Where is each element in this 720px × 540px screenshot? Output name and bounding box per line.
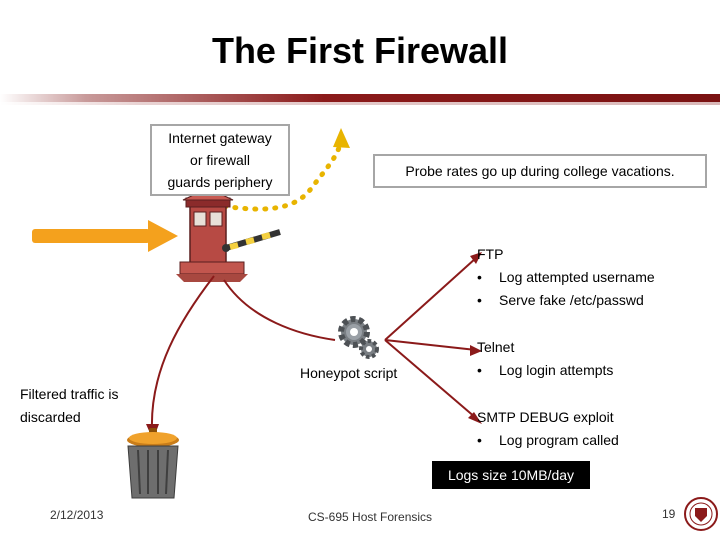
telnet-group: Telnet •Log login attempts [477, 336, 613, 382]
dotted-path-arrowhead [333, 128, 350, 148]
guard-booth-icon [176, 187, 281, 282]
ftp-group: FTP •Log attempted username •Serve fake … [477, 243, 655, 312]
gateway-label-line-1: Internet gateway [168, 130, 272, 146]
footer-course: CS-695 Host Forensics [308, 510, 433, 524]
link-smtp [384, 339, 477, 419]
ftp-arrowhead [470, 252, 482, 264]
gateway-label-line-3: guards periphery [167, 174, 273, 190]
university-seal-icon [684, 497, 718, 531]
link-telnet [384, 339, 477, 351]
gateway-label-line-2: or firewall [190, 152, 250, 168]
incoming-traffic-arrow-icon [32, 220, 178, 252]
smtp-heading: SMTP DEBUG exploit [477, 409, 614, 425]
header-rule [0, 94, 720, 102]
link-ftp [384, 257, 477, 341]
slide-title: The First Firewall [211, 30, 509, 71]
trash-can-icon [127, 428, 179, 499]
ftp-heading: FTP [477, 246, 504, 262]
honeypot-label: Honeypot script [300, 365, 398, 381]
telnet-arrowhead [470, 345, 482, 356]
dotted-escape-path [212, 142, 343, 212]
smtp-item: •Log program called [477, 432, 619, 448]
honeypot-line [223, 279, 336, 341]
ftp-item: •Serve fake /etc/passwd [477, 292, 644, 308]
gears-icon [338, 316, 379, 359]
filtered-label-line-2: discarded [20, 409, 81, 425]
footer-date: 2/12/2013 [50, 508, 104, 522]
filtered-label-line-1: Filtered traffic is [20, 386, 119, 402]
logs-note: Logs size 10MB/day [432, 461, 590, 489]
ftp-item: •Log attempted username [477, 269, 655, 285]
probe-note-box: Probe rates go up during college vacatio… [373, 154, 707, 188]
discard-line [150, 275, 215, 431]
gateway-label-box: Internet gateway or firewall guards peri… [150, 124, 290, 196]
smtp-arrowhead [468, 412, 482, 424]
footer-page-number: 19 [662, 507, 676, 521]
smtp-group: SMTP DEBUG exploit •Log program called [477, 406, 619, 452]
filtered-traffic-label: Filtered traffic is discarded [20, 383, 119, 429]
telnet-item: •Log login attempts [477, 362, 614, 378]
telnet-heading: Telnet [477, 339, 515, 355]
header-rule-shadow [0, 102, 720, 105]
